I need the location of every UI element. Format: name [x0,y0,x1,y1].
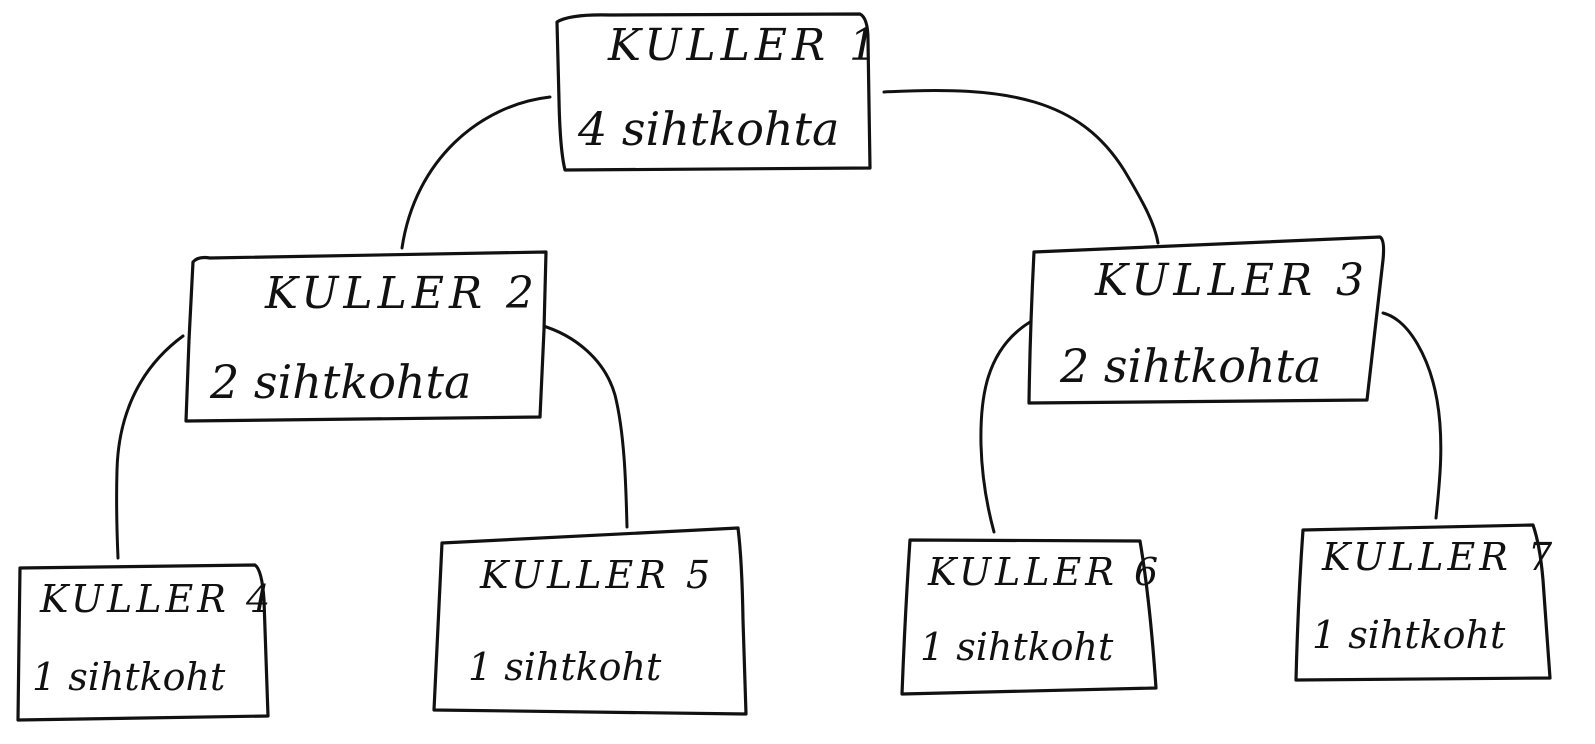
edge-1-2 [400,95,552,250]
node-desc: 4 sihtkohta [577,102,839,156]
node-desc: 2 sihtkohta [209,355,471,409]
edge-2-4 [115,334,185,560]
node-box [1027,235,1386,405]
node-desc: 1 sihtkoht [32,655,226,699]
node-name: KULLER 3 [1094,255,1369,306]
node-box [555,12,872,172]
edge-3-6 [979,320,1032,534]
node-box [16,563,270,722]
node-kuller-7: KULLER 7 1 sihtkoht [1294,523,1556,682]
node-name: KULLER 5 [479,553,714,597]
node-name: KULLER 6 [927,550,1162,594]
node-kuller-3: KULLER 3 2 sihtkohta [1027,235,1386,405]
node-name: KULLER 4 [39,577,274,621]
node-desc: 1 sihtkoht [1312,613,1506,657]
node-kuller-2: KULLER 2 2 sihtkohta [184,250,548,423]
node-desc: 2 sihtkohta [1059,339,1321,393]
edge-2-5 [538,323,629,529]
node-desc: 1 sihtkoht [468,645,662,689]
node-name: KULLER 7 [1321,535,1556,579]
edge-3-7 [1381,311,1443,520]
node-kuller-6: KULLER 6 1 sihtkoht [900,538,1162,696]
node-kuller-4: KULLER 4 1 sihtkoht [16,563,274,722]
node-box [432,526,748,716]
node-kuller-5: KULLER 5 1 sihtkoht [432,526,748,716]
node-box [1294,523,1552,682]
edge-1-3 [882,88,1160,245]
node-box [184,250,548,423]
node-desc: 1 sihtkoht [920,625,1114,669]
node-name: KULLER 1 [607,20,882,71]
node-box [900,538,1158,696]
node-kuller-1: KULLER 1 4 sihtkohta [555,12,882,172]
connectors [115,88,1443,560]
node-name: KULLER 2 [264,268,539,319]
